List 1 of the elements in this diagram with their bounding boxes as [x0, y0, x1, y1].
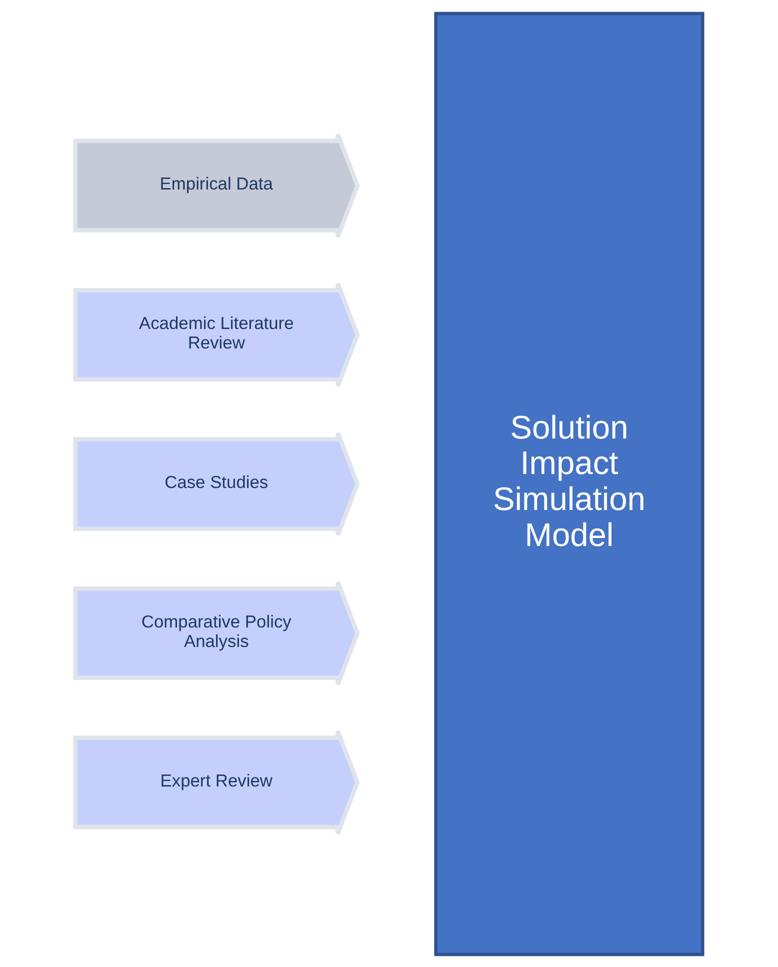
node-box: Solution Impact Simulation Model	[434, 11, 704, 956]
